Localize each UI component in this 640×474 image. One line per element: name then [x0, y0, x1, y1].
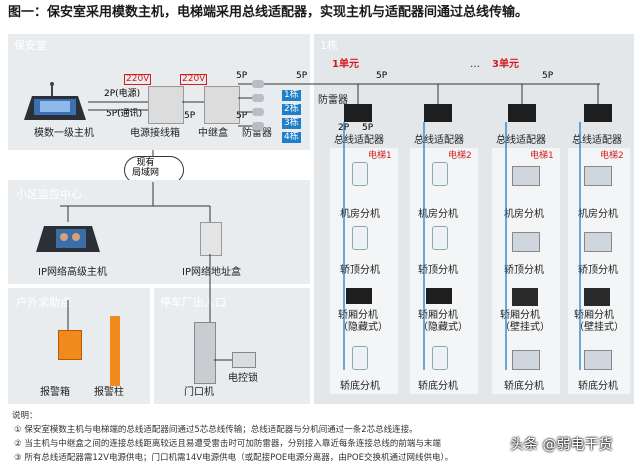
- car-wall-label-1: 轿厢分机 （壁挂式）: [500, 310, 550, 333]
- bus-adapter-device: [424, 104, 452, 122]
- unit-ellipsis: …: [470, 59, 480, 70]
- car-bottom-label-2: 轿底分机: [418, 381, 458, 392]
- ip-host-device: [34, 222, 102, 254]
- door-unit-device: [194, 322, 216, 384]
- car-top-label-4: 轿顶分机: [578, 265, 618, 276]
- relay-box-label: 中继盒: [198, 128, 228, 139]
- alarm-pole-label: 报警柱: [94, 387, 124, 398]
- car-hidden-label-2: 轿厢分机 （隐藏式）: [418, 310, 468, 333]
- power-box-device: [148, 86, 184, 124]
- power-box-label: 电源接线箱: [130, 128, 180, 139]
- bus-adapter-device: [344, 104, 372, 122]
- panel-extension-icon: [512, 232, 540, 252]
- car-top-label-2: 轿顶分机: [418, 265, 458, 276]
- wall-extension-icon: [512, 288, 538, 306]
- building-p5-adapter: 5P: [362, 123, 374, 133]
- analog-host-label: 模数一级主机: [34, 128, 94, 139]
- building-p5-unit3: 5P: [542, 71, 554, 81]
- power-line-label: 2P(电源): [104, 89, 141, 99]
- machine-room-label-1: 机房分机: [340, 209, 380, 220]
- machine-room-label-4: 机房分机: [578, 209, 618, 220]
- arrester-icon: [252, 108, 264, 116]
- watermark: 头条 @弱电干货: [510, 437, 613, 453]
- unit-1-title: 1单元: [332, 59, 359, 70]
- line-label-3: 3栋: [282, 118, 301, 129]
- panel-extension-icon: [512, 166, 540, 186]
- phone-extension-icon: [352, 162, 368, 186]
- ip-address-box-label: IP网络地址盒: [182, 267, 241, 278]
- bus-adapter-device: [584, 104, 612, 122]
- unit-3-title: 3单元: [492, 59, 519, 70]
- arrester-icon: [252, 122, 264, 130]
- note-item-2: ② 当主机与中继盒之间的连接总线距离较远且易遭受雷击时可加防雷器，分别接入靠近每…: [14, 439, 441, 449]
- car-top-label-3: 轿顶分机: [504, 265, 544, 276]
- line-label-4: 4栋: [282, 132, 301, 143]
- machine-room-label-2: 机房分机: [418, 209, 458, 220]
- alarm-box-label: 报警箱: [40, 387, 70, 398]
- note-item-3: ③ 所有总线适配器需12V电源供电；门口机需14V电源供电（或配接POE电源分离…: [14, 453, 454, 463]
- phone-extension-icon: [352, 346, 368, 370]
- line-label-2: 2栋: [282, 104, 301, 115]
- electric-lock-device: [232, 352, 256, 368]
- parking-panel: [154, 288, 310, 404]
- elevator-label-4: 电梯2: [600, 151, 624, 161]
- arrester-label: 防雷器: [242, 128, 272, 139]
- car-hidden-label-1: 轿厢分机 （隐藏式）: [338, 310, 388, 333]
- hidden-extension-icon: [426, 288, 452, 304]
- notes-title: 说明：: [12, 411, 38, 421]
- note-item-1: ① 保安室模数主机与电梯端的总线适配器间通过5芯总线传输；总线适配器与分机间通过…: [14, 425, 418, 435]
- arrester-icon: [252, 94, 264, 102]
- outdoor-title: 户外求助点: [16, 296, 71, 309]
- door-unit-label: 门口机: [184, 387, 214, 398]
- elevator-label-3: 电梯1: [530, 151, 554, 161]
- adapter-label-4: 总线适配器: [572, 135, 622, 146]
- hidden-extension-icon: [346, 288, 372, 304]
- line-label-1: 1栋: [282, 90, 301, 101]
- car-bottom-label-3: 轿底分机: [504, 381, 544, 392]
- voltage-label-b: 220V: [180, 74, 208, 85]
- car-wall-label-2: 轿厢分机 （壁挂式）: [574, 310, 624, 333]
- p5-label-a: 5P: [184, 111, 196, 121]
- voltage-label-a: 220V: [124, 74, 152, 85]
- panel-extension-icon: [584, 350, 612, 370]
- phone-extension-icon: [432, 162, 448, 186]
- panel-extension-icon: [512, 350, 540, 370]
- ip-address-box-device: [200, 222, 222, 256]
- arrester-icon: [252, 80, 264, 88]
- adapter-label-3: 总线适配器: [496, 135, 546, 146]
- security-room-title: 保安室: [14, 39, 47, 52]
- figure-title: 图一：保安室采用模数主机，电梯端采用总线适配器，实现主机与适配器间通过总线传输。: [8, 5, 529, 20]
- ip-host-label: IP网络高级主机: [38, 267, 107, 278]
- wall-extension-icon: [584, 288, 610, 306]
- elevator-label-2: 电梯2: [448, 151, 472, 161]
- monitor-center-title: 小区监控中心: [16, 188, 82, 201]
- relay-box-device: [204, 86, 240, 124]
- alarm-pole-device: [110, 316, 120, 386]
- car-bottom-label-1: 轿底分机: [340, 381, 380, 392]
- p5-label-c: 5P: [236, 111, 248, 121]
- analog-host-device: [22, 82, 88, 122]
- adapter-label-2: 总线适配器: [414, 135, 464, 146]
- phone-extension-icon: [432, 346, 448, 370]
- phone-extension-icon: [432, 226, 448, 250]
- panel-extension-icon: [584, 232, 612, 252]
- car-top-label-1: 轿顶分机: [340, 265, 380, 276]
- lan-label: 现有 局域网: [132, 158, 160, 178]
- building-p5-unit1: 5P: [376, 71, 388, 81]
- car-bottom-label-4: 轿底分机: [578, 381, 618, 392]
- phone-extension-icon: [352, 226, 368, 250]
- p5-label-b: 5P: [236, 71, 248, 81]
- bus-adapter-device: [508, 104, 536, 122]
- building-arrester-label: 防雷器: [318, 95, 348, 106]
- machine-room-label-3: 机房分机: [504, 209, 544, 220]
- adapter-label-1: 总线适配器: [334, 135, 384, 146]
- comm-line-label: 5P(通讯): [106, 109, 143, 119]
- elevator-label-1: 电梯1: [368, 151, 392, 161]
- building-title: 1栋: [320, 39, 338, 52]
- electric-lock-label: 电控锁: [228, 373, 258, 384]
- panel-extension-icon: [584, 166, 612, 186]
- alarm-box-device: [58, 330, 82, 360]
- building-p5-left: 5P: [296, 71, 308, 81]
